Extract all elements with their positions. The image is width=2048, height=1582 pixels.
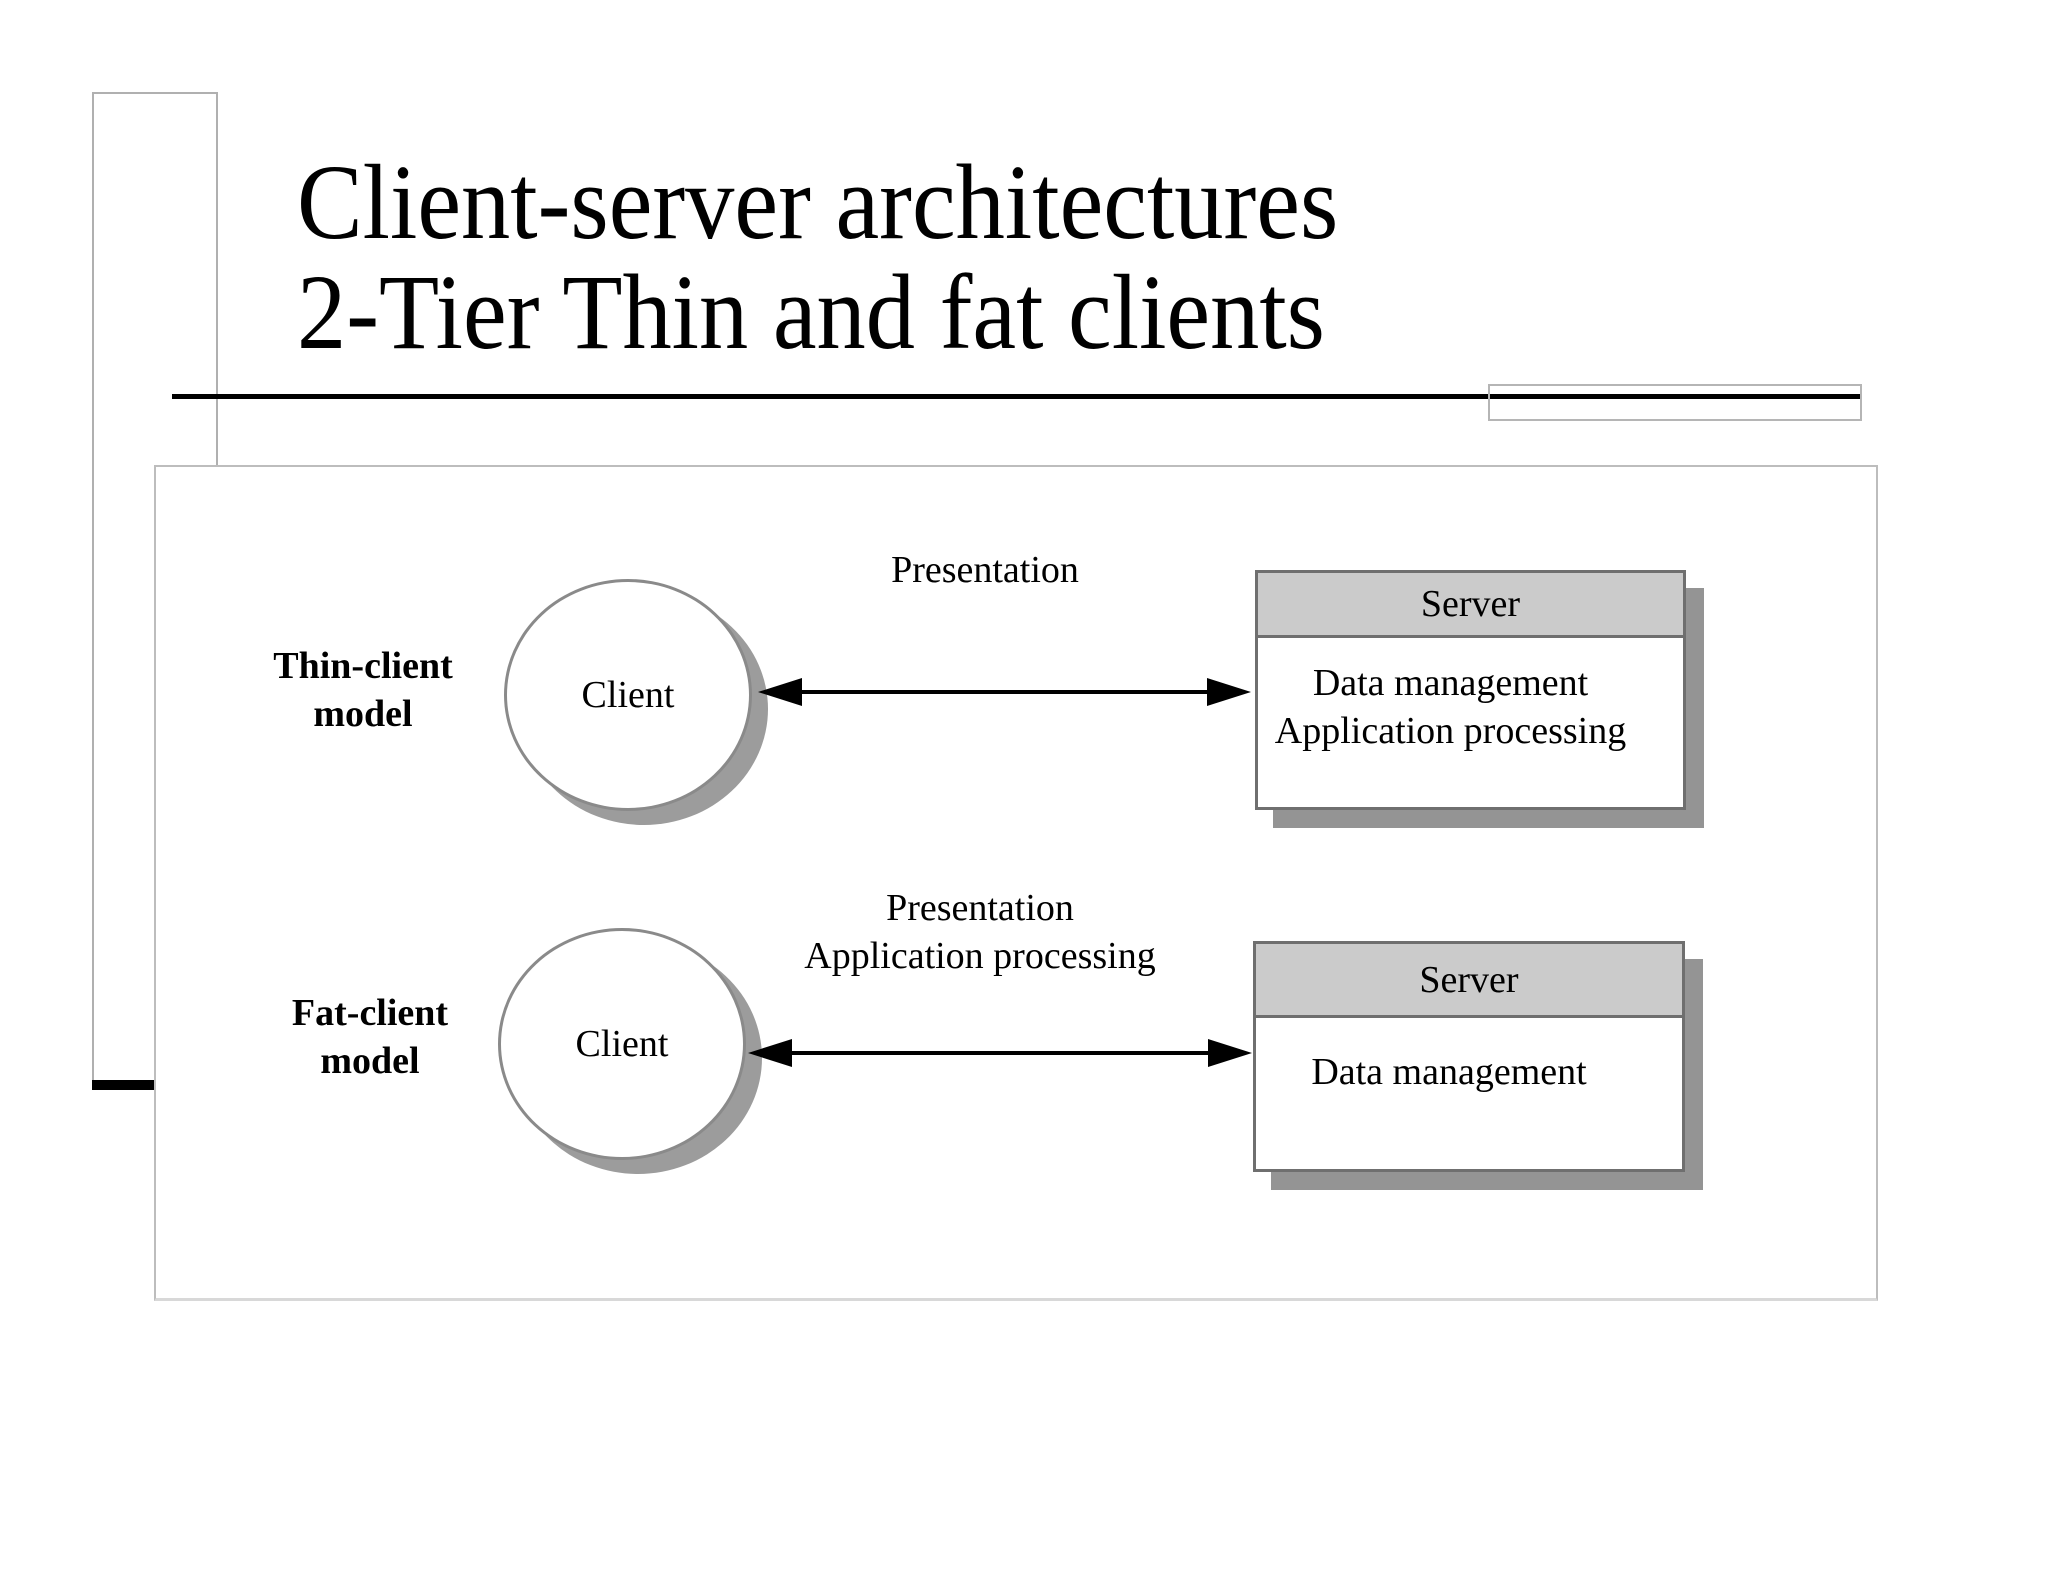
template-black-dash bbox=[92, 1080, 155, 1090]
fat-client-circle-label: Client bbox=[575, 1023, 669, 1065]
thin-server-item: Application processing bbox=[1274, 710, 1627, 752]
thin-client-circle: Client bbox=[504, 579, 752, 811]
thin-server-title: Server bbox=[1420, 583, 1521, 625]
slide-title-line1: Client-server architectures bbox=[297, 144, 1339, 262]
fat-server-header: Server bbox=[1256, 944, 1682, 1018]
thin-server-box: Server Data management Application proce… bbox=[1255, 570, 1686, 810]
thin-link-arrow-shaft bbox=[788, 690, 1222, 694]
template-vertical-line-left bbox=[92, 92, 94, 1080]
fat-link-label: Presentation Application processing bbox=[804, 887, 1156, 977]
fat-server-box: Server Data management bbox=[1253, 941, 1685, 1172]
arrow-left-head-icon bbox=[748, 1039, 792, 1067]
fat-server-title: Server bbox=[1419, 958, 1519, 1001]
template-top-line bbox=[92, 92, 218, 94]
arrow-right-head-icon bbox=[1208, 1039, 1252, 1067]
arrow-right-head-icon bbox=[1207, 678, 1251, 706]
arrow-left-head-icon bbox=[758, 678, 802, 706]
thin-client-circle-label: Client bbox=[581, 674, 675, 716]
slide-title: Client-server architectures 2-Tier Thin … bbox=[297, 148, 1338, 368]
thin-server-header: Server bbox=[1258, 573, 1683, 638]
fat-client-model-label: Fat-client model bbox=[291, 992, 449, 1082]
title-underline-end-box bbox=[1488, 384, 1862, 421]
thin-server-item: Data management bbox=[1312, 662, 1589, 704]
slide-title-line2: 2-Tier Thin and fat clients bbox=[297, 254, 1325, 372]
fat-server-item: Data management bbox=[1311, 1051, 1587, 1093]
fat-server-body: Data management bbox=[1256, 1018, 1682, 1096]
thin-server-body: Data management Application processing bbox=[1258, 638, 1683, 755]
fat-client-circle: Client bbox=[498, 928, 746, 1160]
thin-client-model-label: Thin-client model bbox=[273, 645, 453, 735]
template-vertical-line-right bbox=[216, 92, 218, 465]
fat-link-arrow-shaft bbox=[778, 1051, 1222, 1055]
thin-link-label: Presentation bbox=[891, 549, 1079, 591]
title-underline bbox=[172, 394, 1862, 399]
